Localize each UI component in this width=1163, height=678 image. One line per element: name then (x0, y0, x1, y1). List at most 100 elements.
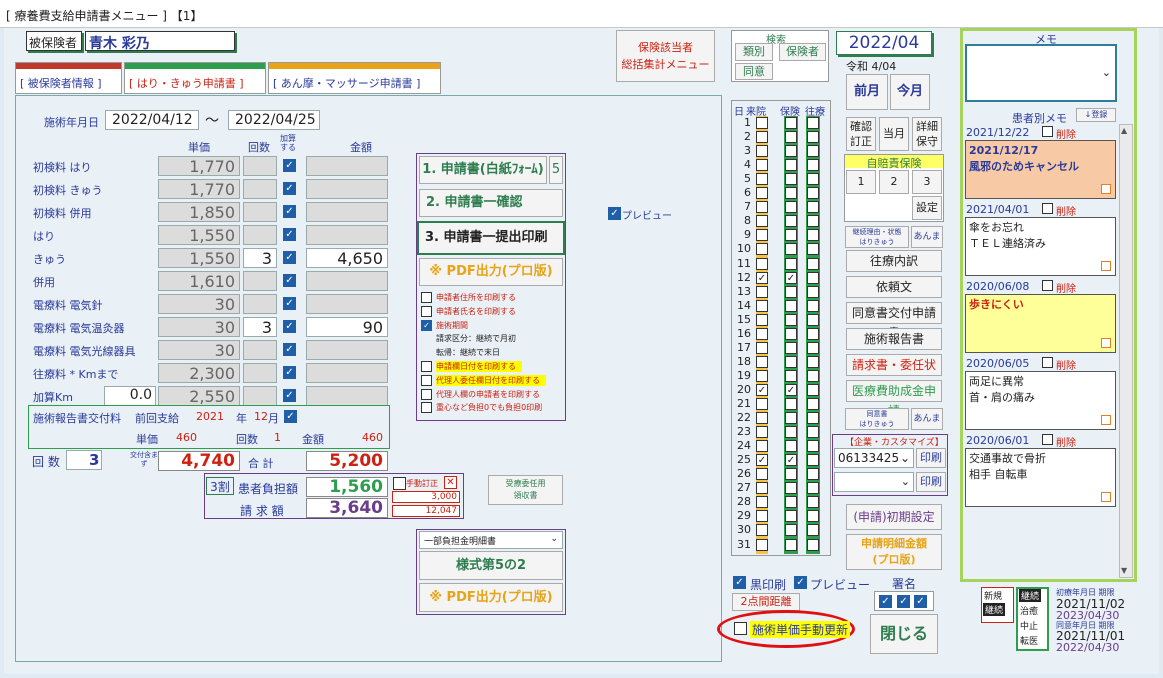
memo-edit-icon[interactable] (1101, 261, 1111, 271)
outcome-continue[interactable]: 継続 (1019, 589, 1042, 602)
insurance-checkbox[interactable] (785, 257, 797, 270)
home-checkbox[interactable] (807, 243, 819, 256)
insurance-checkbox[interactable] (785, 468, 797, 481)
insurance-checkbox[interactable]: ✓ (785, 454, 797, 467)
visit-checkbox[interactable] (756, 201, 768, 214)
visit-checkbox[interactable] (756, 117, 768, 129)
insurance-checkbox[interactable] (785, 398, 797, 410)
subsidy-button[interactable]: 医療費助成金申請 (846, 380, 942, 418)
home-checkbox[interactable] (807, 383, 819, 396)
insurance-checkbox[interactable] (785, 426, 797, 439)
fee-count[interactable]: 3 (243, 317, 277, 337)
auto-set-button[interactable]: 設定 (912, 196, 942, 220)
home-checkbox[interactable] (807, 482, 819, 495)
fee-checkbox[interactable]: ✓ (283, 343, 296, 356)
memo-delete-checkbox[interactable] (1042, 203, 1053, 214)
insurance-checkbox[interactable] (785, 215, 797, 228)
visit-checkbox[interactable] (756, 426, 768, 439)
this-month-button[interactable]: 今月 (890, 74, 930, 110)
memo-scrollbar[interactable] (1119, 124, 1133, 578)
fee-count[interactable] (243, 294, 277, 314)
visit-checkbox[interactable] (756, 468, 768, 481)
visit-checkbox[interactable] (756, 355, 768, 368)
insurance-checkbox[interactable] (785, 412, 797, 425)
visit-checkbox[interactable] (756, 131, 768, 144)
option-checkbox[interactable] (421, 361, 432, 372)
memo-edit-icon[interactable] (1101, 492, 1111, 502)
home-checkbox[interactable] (807, 201, 819, 214)
visit-checkbox[interactable] (756, 327, 768, 340)
fee-count[interactable] (243, 271, 277, 291)
insurance-checkbox[interactable] (785, 313, 797, 326)
visit-checkbox[interactable] (756, 285, 768, 298)
memo-text[interactable]: 傘をお忘れ ＴＥＬ連絡済み (965, 217, 1116, 276)
visit-checkbox[interactable] (756, 398, 768, 410)
home-checkbox[interactable] (807, 117, 819, 129)
home-checkbox[interactable] (807, 524, 819, 537)
tab-anma-massage[interactable]: [ あん摩・マッサージ申請書 ] (268, 62, 441, 94)
memo-edit-icon[interactable] (1101, 415, 1111, 425)
memo-text[interactable]: 両足に異常 首・肩の痛み (965, 371, 1116, 430)
fee-checkbox[interactable]: ✓ (283, 251, 296, 264)
black-print-checkbox[interactable]: ✓ (733, 576, 746, 589)
scroll-up-icon[interactable]: ▲ (1121, 126, 1128, 135)
home-checkbox[interactable] (807, 398, 819, 410)
fee-checkbox[interactable]: ✓ (283, 205, 296, 218)
insurance-checkbox[interactable] (785, 201, 797, 214)
status-new[interactable]: 新規 (984, 592, 1003, 602)
home-checkbox[interactable] (807, 159, 819, 172)
fee-checkbox[interactable]: ✓ (283, 159, 296, 172)
outcome-transfer[interactable]: 転医 (1020, 637, 1039, 647)
memo-input[interactable]: ⌄ (965, 44, 1117, 102)
insurance-checkbox[interactable] (785, 173, 797, 186)
tab-insured-info[interactable]: [ 被保険者情報 ] (15, 62, 122, 94)
bottom-preview-checkbox[interactable]: ✓ (794, 576, 807, 589)
visit-checkbox[interactable] (756, 482, 768, 495)
detail-pdf-button[interactable]: ※ PDF出力(プロ版) (419, 583, 563, 612)
total-count-input[interactable]: 3 (66, 450, 102, 470)
insurance-checkbox[interactable] (785, 440, 797, 453)
outcome-cure[interactable]: 治癒 (1020, 607, 1039, 617)
distance-button[interactable]: 2点間距離 (732, 593, 800, 611)
memo-edit-icon[interactable] (1101, 338, 1111, 348)
housing-button[interactable]: 往療内訳 (846, 250, 942, 272)
fee-count[interactable] (243, 386, 277, 406)
visit-checkbox[interactable] (756, 341, 768, 354)
memo-delete-checkbox[interactable] (1042, 126, 1053, 137)
search-insurer-button[interactable]: 保険者 (779, 43, 826, 61)
period-from-input[interactable]: 2022/04/12 (105, 110, 199, 130)
visit-checkbox[interactable] (756, 538, 768, 551)
form5-button[interactable]: 様式第5の2 (419, 551, 563, 580)
tab-hari-kyu[interactable]: [ はり・きゅう申請書 ] (124, 62, 266, 94)
insurance-checkbox[interactable] (785, 482, 797, 495)
fee-count[interactable] (243, 363, 277, 383)
home-checkbox[interactable] (807, 369, 819, 382)
insurance-checkbox[interactable]: ✓ (785, 383, 797, 396)
option-checkbox[interactable] (421, 402, 432, 414)
fee-checkbox[interactable]: ✓ (283, 182, 296, 195)
home-checkbox[interactable] (807, 454, 819, 467)
km-input[interactable]: 0.0 (104, 386, 156, 406)
visit-checkbox[interactable] (756, 299, 768, 312)
continue-reason-button[interactable]: 継続理由・状態 はりきゅう (845, 226, 909, 248)
search-type-button[interactable]: 類別 (735, 43, 773, 61)
sign-1-checkbox[interactable]: ✓ (879, 595, 892, 608)
fee-checkbox[interactable]: ✓ (283, 297, 296, 310)
visit-checkbox[interactable] (756, 159, 768, 172)
meisai-button[interactable]: 申請明細金額 (プロ版) (846, 534, 942, 570)
insurance-checkbox[interactable] (785, 327, 797, 340)
visit-checkbox[interactable] (756, 510, 768, 523)
patient-name[interactable]: 青木 彩乃 (85, 31, 235, 52)
anma2-button[interactable]: あんま (911, 408, 943, 430)
status-continue[interactable]: 継続 (983, 603, 1006, 616)
auto-2-button[interactable]: 2 (879, 170, 909, 194)
company-select2[interactable]: ⌄ (834, 472, 914, 492)
visit-checkbox[interactable] (756, 215, 768, 228)
insurance-checkbox[interactable] (785, 299, 797, 312)
prev-month-button[interactable]: 前月 (846, 74, 888, 110)
close-button[interactable]: 閉じる (870, 614, 938, 654)
memo-text[interactable]: 歩きにくい (965, 294, 1116, 353)
insurance-checkbox[interactable] (785, 510, 797, 523)
fee-checkbox[interactable]: ✓ (283, 228, 296, 241)
visit-checkbox[interactable] (756, 257, 768, 270)
